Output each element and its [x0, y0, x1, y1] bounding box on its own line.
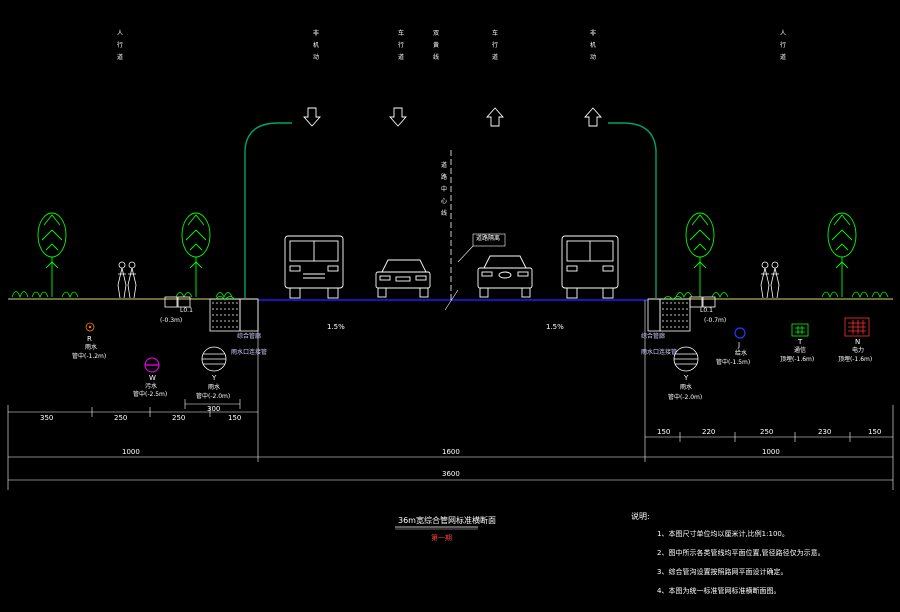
- dim-right-3: 250: [760, 428, 774, 436]
- green-plant-marks: [214, 296, 684, 301]
- pipe-n-depth: 顶埋(-1.6m): [838, 356, 873, 363]
- dim-right-4: 230: [818, 428, 832, 436]
- dim-right-1: 150: [657, 428, 671, 436]
- centerline-label: 道路中心线: [441, 162, 448, 217]
- utility-corridor-right: [647, 296, 716, 332]
- car-icon: [477, 255, 533, 298]
- pipe-w-icon: [144, 357, 160, 373]
- pipe-n-icon: [844, 317, 870, 337]
- note-item: 3、综合管沟设置按照路网平面设计确定。: [657, 568, 788, 576]
- pipe-w-depth: 管中(-2.5m): [133, 391, 168, 398]
- wall-right-label-2: 雨水口连接管: [641, 349, 678, 356]
- pipe-j-code: J: [738, 341, 741, 349]
- dim-overall: 3600: [442, 470, 460, 478]
- lane-label-double-yellow: 双黄线: [433, 30, 440, 61]
- lo-left-depth: (-0.3m): [160, 317, 183, 324]
- pipe-t-icon: [791, 323, 809, 337]
- pipe-w-name: 污水: [145, 383, 158, 390]
- drawing-subtitle: 第一期: [431, 534, 452, 542]
- pipe-r-icon: [85, 322, 95, 332]
- pipe-r-code: R: [87, 335, 92, 343]
- lo-right-label: L0.1: [700, 307, 713, 314]
- arrow-down-icon: [302, 107, 322, 127]
- pipe-r-name: 雨水: [85, 344, 98, 351]
- arrow-up-icon: [485, 107, 505, 127]
- drawing-title: 36m宽综合管网标准横断面: [398, 516, 496, 525]
- lane-label-carriageway-right: 车行道: [492, 30, 499, 61]
- lane-label-sidewalk-left: 人行道: [117, 30, 124, 61]
- street-lamp-left: [244, 122, 292, 298]
- pipe-t-name: 通信: [794, 347, 807, 354]
- dim-right-2: 220: [702, 428, 716, 436]
- pipe-t-code: T: [798, 338, 803, 346]
- dim-left-3: 250: [172, 414, 186, 422]
- slope-left: 1.5%: [327, 323, 345, 331]
- dim-mid-total: 1600: [442, 448, 460, 456]
- shrub-icon: [11, 291, 889, 299]
- note-item: 1、本图尺寸单位均以厘米计,比例1:100。: [657, 530, 789, 538]
- lane-label-carriageway-left: 车行道: [398, 30, 405, 61]
- pipe-j-depth: 管中(-1.5m): [716, 359, 751, 366]
- median-label: 道路隔离: [476, 235, 501, 242]
- dim-left-total: 1000: [122, 448, 140, 456]
- tree-icon: [827, 212, 857, 297]
- pipe-w-code: W: [149, 374, 156, 382]
- lane-label-nonmotor-right: 非机动: [590, 30, 597, 61]
- pipe-j-icon: [734, 327, 746, 339]
- pipe-y-left-name: 雨水: [208, 384, 221, 391]
- pipe-n-name: 电力: [852, 347, 865, 354]
- pipe-y-left-icon: [201, 346, 227, 372]
- arrow-up-icon: [583, 107, 603, 127]
- bus-icon: [284, 235, 344, 299]
- bus-icon: [561, 235, 619, 299]
- pipe-j-name: 给水: [735, 350, 748, 357]
- pipe-n-code: N: [855, 338, 861, 346]
- notes-heading: 说明:: [631, 512, 650, 521]
- dim-left-1: 350: [40, 414, 54, 422]
- pipe-y-left-code: Y: [212, 374, 217, 382]
- note-item: 2、图中所示各类管线均平面位置,管径路径仅为示意。: [657, 549, 825, 557]
- note-item: 4、本图为统一标准管网标准横断面图。: [657, 587, 781, 595]
- slope-right: 1.5%: [546, 323, 564, 331]
- pipe-y-right-depth: 管中(-2.0m): [668, 394, 703, 401]
- median-pointer: [457, 245, 474, 263]
- pipe-y-right-code: Y: [684, 374, 689, 382]
- pipe-t-depth: 顶埋(-1.6m): [780, 356, 815, 363]
- dim-right-5: 150: [868, 428, 882, 436]
- tree-icon: [181, 212, 211, 297]
- dim-left-sub: 300: [207, 405, 221, 413]
- median-label-box: [472, 233, 506, 247]
- wall-right-label: 综合管廊: [641, 333, 666, 340]
- wall-left-label: 综合管廊: [237, 333, 262, 340]
- pipe-y-left-depth: 管中(-2.0m): [196, 393, 231, 400]
- pipe-y-right-icon: [673, 346, 699, 372]
- lo-left-label: L0.1: [180, 307, 193, 314]
- pipe-y-right-name: 雨水: [680, 384, 693, 391]
- tree-icon: [685, 212, 715, 297]
- lane-label-sidewalk-right: 人行道: [780, 30, 787, 61]
- pipe-r-depth: 管中(-1.2m): [72, 353, 107, 360]
- dim-left-2: 250: [114, 414, 128, 422]
- lo-right-depth: (-0.7m): [704, 317, 727, 324]
- street-lamp-right: [608, 122, 657, 298]
- lane-label-nonmotor-left: 非机动: [313, 30, 320, 61]
- dim-left-4: 150: [228, 414, 242, 422]
- notes-list: 1、本图尺寸单位均以厘米计,比例1:100。 2、图中所示各类管线均平面位置,管…: [657, 525, 825, 601]
- arrow-down-icon: [388, 107, 408, 127]
- pedestrian-icon: [117, 261, 137, 299]
- tree-icon: [37, 212, 67, 297]
- centerline-slash: [444, 289, 459, 311]
- dimension-lines: [7, 300, 894, 490]
- utility-corridor-left: [164, 296, 259, 332]
- dim-right-total: 1000: [762, 448, 780, 456]
- pedestrian-icon: [760, 261, 780, 299]
- wall-left-label-2: 雨水口连接管: [231, 349, 268, 356]
- car-icon: [375, 259, 431, 298]
